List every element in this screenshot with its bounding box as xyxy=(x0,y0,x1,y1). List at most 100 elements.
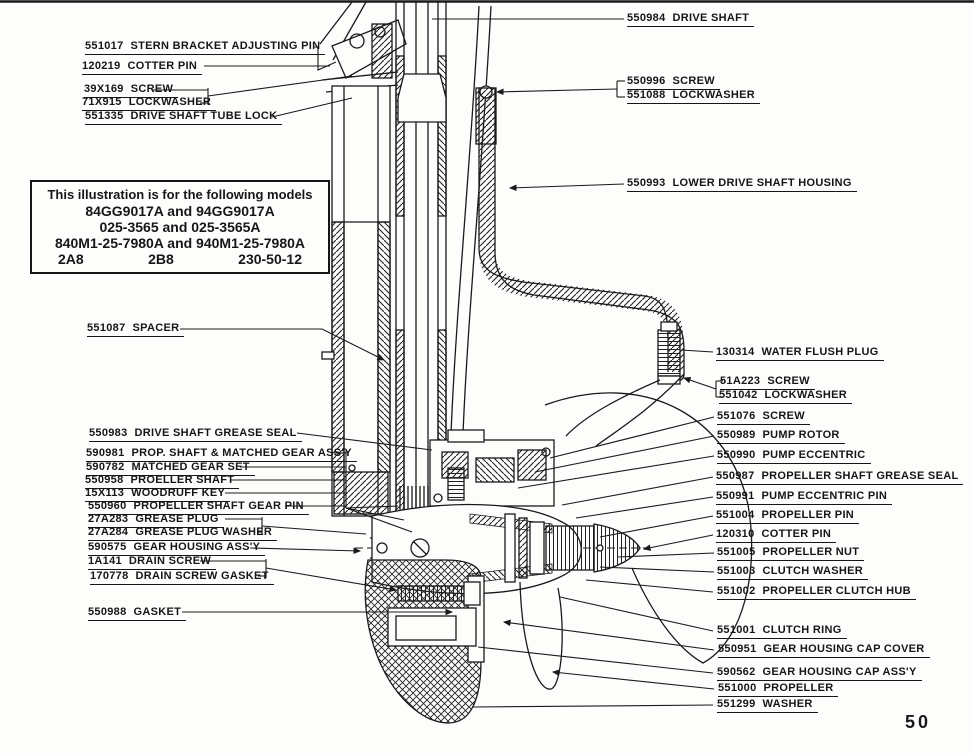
part-number: 551042 xyxy=(719,389,758,401)
part-number: 550991 xyxy=(716,490,755,502)
part-number: 551001 xyxy=(717,624,756,636)
part-name: PROPELLER NUT xyxy=(762,546,860,558)
part-name: SPACER xyxy=(132,322,180,334)
part-number: 551005 xyxy=(717,546,756,558)
part-number: 550960 xyxy=(88,500,127,512)
part-label-550988: 550988 GASKET xyxy=(88,606,187,621)
part-label-71X915: 71X915 LOCKWASHER xyxy=(82,96,217,111)
part-number: 27A284 xyxy=(88,526,129,538)
part-name: PROPELLER xyxy=(763,682,834,694)
part-label-590981: 590981 PROP. SHAFT & MATCHED GEAR ASS'Y xyxy=(86,447,357,462)
part-name: LOCKWASHER xyxy=(128,96,212,108)
part-label-550951: 550951 GEAR HOUSING CAP COVER xyxy=(718,643,930,658)
part-name: GASKET xyxy=(133,606,182,618)
part-name: DRAIN SCREW xyxy=(128,555,212,567)
part-number: 120310 xyxy=(716,528,755,540)
part-number: 550988 xyxy=(88,606,127,618)
page-number: 50 xyxy=(905,712,932,732)
part-number: 550951 xyxy=(718,643,757,655)
part-name: GREASE PLUG WASHER xyxy=(135,526,273,538)
part-label-550993: 550993 LOWER DRIVE SHAFT HOUSING xyxy=(627,177,857,192)
part-name: SCREW xyxy=(767,375,810,387)
part-label-551042: 551042 LOCKWASHER xyxy=(719,389,852,404)
part-number: 550993 xyxy=(627,177,666,189)
part-number: 590782 xyxy=(86,461,125,473)
part-name: WATER FLUSH PLUG xyxy=(761,346,879,358)
part-name: DRIVE SHAFT TUBE LOCK xyxy=(130,110,278,122)
part-label-590782: 590782 MATCHED GEAR SET xyxy=(86,461,255,476)
part-number: 551087 xyxy=(87,322,126,334)
part-number: 170778 xyxy=(90,570,129,582)
part-name: SCREW xyxy=(762,410,805,422)
part-name: DRAIN SCREW GASKET xyxy=(135,570,269,582)
part-name: CLUTCH WASHER xyxy=(762,565,863,577)
models-note-line: 025-3565 and 025-3565A xyxy=(99,218,261,235)
part-number: 590562 xyxy=(717,666,756,678)
part-label-551087: 551087 SPACER xyxy=(87,322,185,337)
part-name: MATCHED GEAR SET xyxy=(131,461,250,473)
part-name: GEAR HOUSING CAP COVER xyxy=(763,643,925,655)
part-number: 550989 xyxy=(717,429,756,441)
part-name: GEAR HOUSING ASS'Y xyxy=(133,541,261,553)
part-number: 130314 xyxy=(716,346,755,358)
part-label-27A284: 27A284 GREASE PLUG WASHER xyxy=(88,526,278,541)
models-note-title: This illustration is for the following m… xyxy=(47,186,313,202)
part-number: 550996 xyxy=(627,75,666,87)
part-name: LOCKWASHER xyxy=(764,389,847,401)
part-number: 550987 xyxy=(716,470,755,482)
part-label-130314: 130314 WATER FLUSH PLUG xyxy=(716,346,884,361)
part-number: 71X915 xyxy=(82,96,122,108)
part-label-551335: 551335 DRIVE SHAFT TUBE LOCK xyxy=(85,110,283,125)
part-name: LOCKWASHER xyxy=(672,89,755,101)
part-number: 551335 xyxy=(85,110,124,122)
part-number: 1A141 xyxy=(88,555,122,567)
part-number: 550984 xyxy=(627,12,666,24)
models-note-model-id: 230-50-12 xyxy=(238,250,302,267)
models-note-model-id: 2B8 xyxy=(148,250,174,267)
part-label-550960: 550960 PROPELLER SHAFT GEAR PIN xyxy=(88,500,309,515)
part-name: WASHER xyxy=(762,698,813,710)
part-label-551088: 551088 LOCKWASHER xyxy=(627,89,760,104)
part-label-551076: 551076 SCREW xyxy=(717,410,810,425)
part-label-590575: 590575 GEAR HOUSING ASS'Y xyxy=(88,541,266,556)
part-number: 120219 xyxy=(82,60,121,72)
part-name: PROP. SHAFT & MATCHED GEAR ASS'Y xyxy=(131,447,352,459)
part-name: LOWER DRIVE SHAFT HOUSING xyxy=(672,177,852,189)
part-number: 551002 xyxy=(717,585,756,597)
part-number: 550990 xyxy=(717,449,756,461)
part-number: 551076 xyxy=(717,410,756,422)
part-label-1A141: 1A141 DRAIN SCREW xyxy=(88,555,217,570)
part-number: 590981 xyxy=(86,447,125,459)
part-name: GREASE PLUG xyxy=(135,513,219,525)
part-label-551005: 551005 PROPELLER NUT xyxy=(717,546,865,561)
part-name: PUMP ROTOR xyxy=(762,429,840,441)
part-name: DRIVE SHAFT GREASE SEAL xyxy=(134,427,297,439)
part-number: 551088 xyxy=(627,89,666,101)
part-number: 590575 xyxy=(88,541,127,553)
models-note-box: This illustration is for the following m… xyxy=(30,180,330,274)
part-name: PROPELLER CLUTCH HUB xyxy=(762,585,911,597)
part-number: 550958 xyxy=(85,474,124,486)
part-name: PROPELLER SHAFT GEAR PIN xyxy=(133,500,304,512)
models-note-line: 84GG9017A and 94GG9017A xyxy=(85,202,275,219)
